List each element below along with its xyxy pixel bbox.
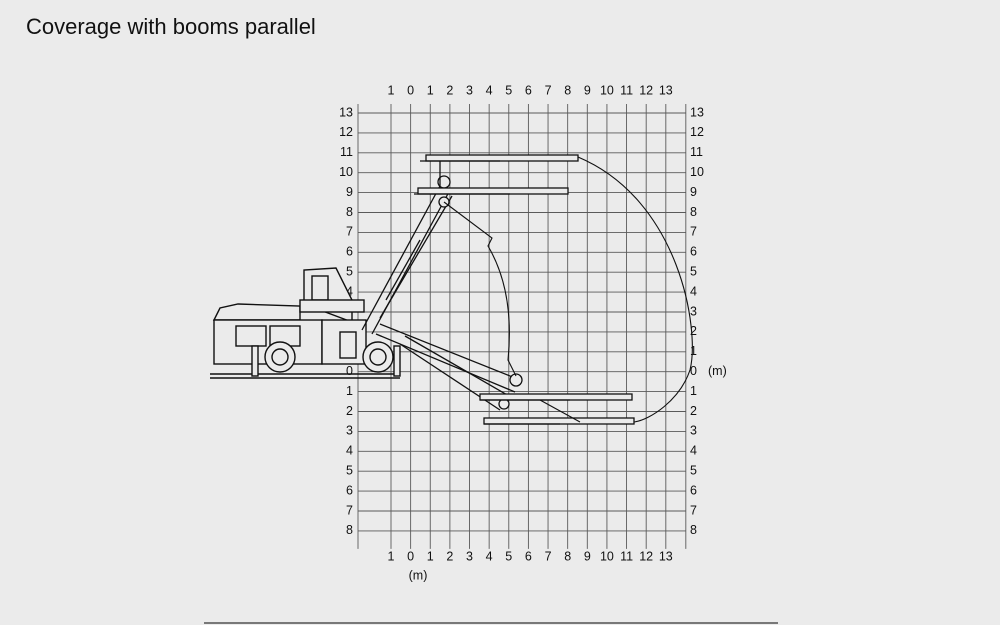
x-tick-label-top: 11	[620, 83, 633, 97]
y-tick-label-right: 4	[690, 284, 697, 298]
grid	[357, 104, 687, 549]
x-tick-label-top: 6	[525, 83, 532, 97]
y-tick-label-left: 13	[339, 105, 353, 119]
y-tick-label-left: 4	[346, 284, 353, 298]
y-tick-label-left: 5	[346, 264, 353, 278]
y-tick-label-right: 9	[690, 185, 697, 199]
y-tick-label-right: 5	[690, 463, 697, 477]
x-tick-label-bottom: 8	[564, 549, 571, 563]
y-tick-label-left: 3	[346, 424, 353, 438]
y-tick-label-left: 6	[346, 483, 353, 497]
y-tick-label-left: 9	[346, 185, 353, 199]
x-tick-label-bottom: 13	[659, 549, 673, 563]
y-tick-label-left: 6	[346, 245, 353, 259]
x-tick-label-top: 12	[639, 83, 653, 97]
y-tick-label-right: 2	[690, 404, 697, 418]
x-tick-label-top: 4	[486, 83, 493, 97]
y-tick-label-left: 0	[346, 364, 353, 378]
x-tick-label-bottom: 4	[486, 549, 493, 563]
upper-boom	[361, 160, 453, 335]
y-tick-label-right: 7	[690, 225, 697, 239]
y-tick-label-left: 4	[346, 444, 353, 458]
y-tick-label-right: 1	[690, 384, 697, 398]
unit-label-right: (m)	[708, 364, 727, 378]
y-tick-label-right: 12	[690, 125, 704, 139]
x-tick-label-bottom: 10	[600, 549, 614, 563]
y-tick-label-right: 8	[690, 523, 697, 537]
y-tick-label-right: 3	[690, 424, 697, 438]
y-tick-label-left: 8	[346, 523, 353, 537]
y-tick-label-right: 3	[690, 304, 697, 318]
x-tick-label-bottom: 6	[525, 549, 532, 563]
y-tick-label-left: 12	[339, 125, 353, 139]
unit-label-bottom: (m)	[409, 568, 428, 582]
x-tick-label-top: 3	[466, 83, 473, 97]
x-tick-label-top: 10	[600, 83, 614, 97]
y-tick-label-right: 7	[690, 503, 697, 517]
x-tick-label-top: 1	[427, 83, 434, 97]
y-tick-label-left: 7	[346, 225, 353, 239]
x-tick-label-bottom: 2	[446, 549, 453, 563]
y-tick-label-right: 11	[690, 145, 703, 159]
y-tick-label-right: 2	[690, 324, 697, 338]
y-tick-label-left: 11	[340, 145, 353, 159]
drill-rig-carrier	[210, 267, 401, 379]
y-tick-label-left: 5	[346, 463, 353, 477]
y-tick-label-right: 10	[690, 165, 704, 179]
x-tick-label-bottom: 7	[545, 549, 552, 563]
y-tick-label-right: 5	[690, 264, 697, 278]
y-tick-label-right: 4	[690, 444, 697, 458]
x-tick-label-top: 0	[407, 83, 414, 97]
x-tick-label-top: 9	[584, 83, 591, 97]
x-tick-label-bottom: 1	[427, 549, 434, 563]
x-tick-label-top: 2	[446, 83, 453, 97]
y-tick-label-left: 8	[346, 205, 353, 219]
y-tick-label-right: 6	[690, 245, 697, 259]
x-tick-label-top: 1	[388, 83, 395, 97]
y-tick-label-right: 8	[690, 205, 697, 219]
y-tick-label-left: 2	[346, 404, 353, 418]
x-tick-label-bottom: 11	[620, 549, 633, 563]
y-tick-label-right: 1	[690, 344, 697, 358]
x-tick-label-top: 8	[564, 83, 571, 97]
x-tick-label-bottom: 5	[505, 549, 512, 563]
lower-feed-booms	[479, 393, 635, 425]
x-tick-label-bottom: 3	[466, 549, 473, 563]
y-tick-label-right: 13	[690, 105, 704, 119]
x-tick-label-bottom: 9	[584, 549, 591, 563]
diagram-title: Coverage with booms parallel	[26, 14, 316, 39]
coverage-envelope	[443, 156, 693, 423]
y-tick-label-left: 1	[346, 384, 353, 398]
y-tick-label-left: 7	[346, 503, 353, 517]
upper-feed-booms	[414, 154, 579, 195]
y-tick-label-right: 0	[690, 364, 697, 378]
x-tick-label-bottom: 1	[388, 549, 395, 563]
y-tick-label-left: 10	[339, 165, 353, 179]
tick-labels: 1100112233445566778899101011111212131313…	[339, 83, 727, 582]
x-tick-label-top: 7	[545, 83, 552, 97]
y-tick-label-right: 6	[690, 483, 697, 497]
x-tick-label-top: 5	[505, 83, 512, 97]
x-tick-label-top: 13	[659, 83, 673, 97]
x-tick-label-bottom: 12	[639, 549, 653, 563]
x-tick-label-bottom: 0	[407, 549, 414, 563]
